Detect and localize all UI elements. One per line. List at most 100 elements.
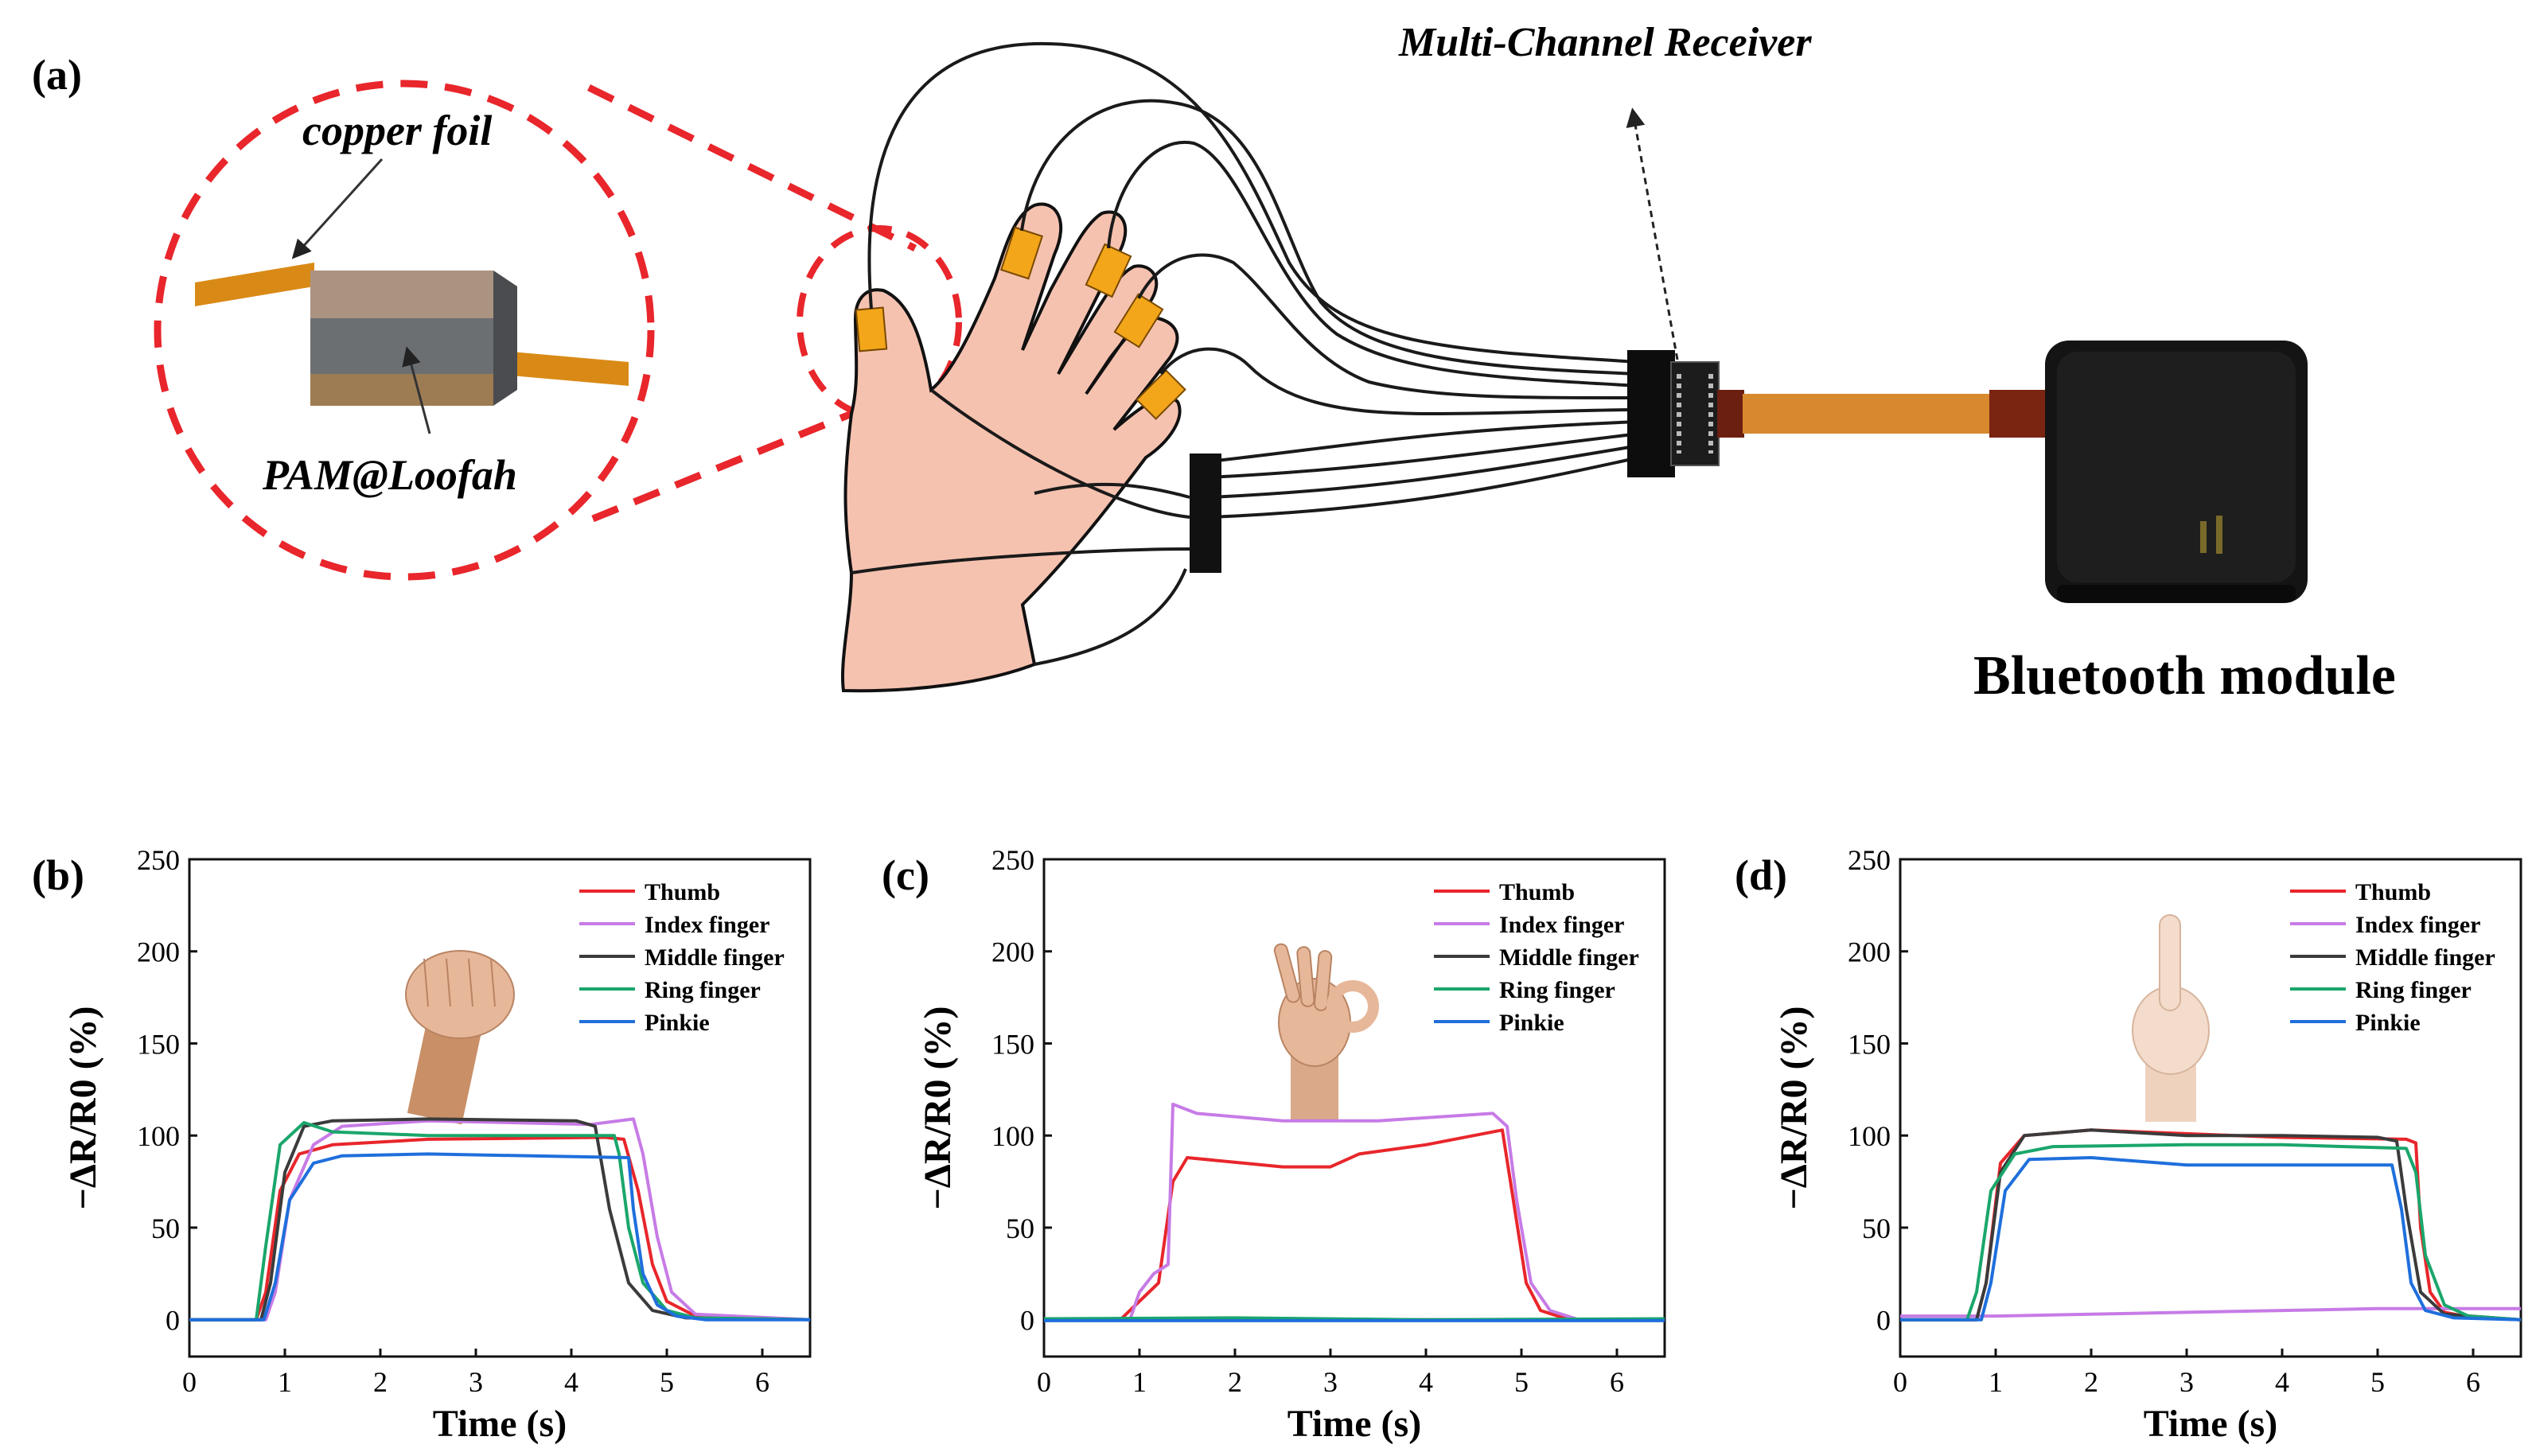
knuckle-line [468, 958, 473, 1007]
plot-frame [188, 858, 812, 1358]
y-tick-label: 50 [151, 1213, 180, 1244]
copper-foil-left [195, 263, 314, 306]
x-tick-label: 5 [1514, 1366, 1529, 1398]
bluetooth-module [2045, 341, 2308, 603]
pam-loofah-arrow [402, 346, 431, 434]
sensor-pad-ring [1113, 293, 1164, 348]
x-tick-label: 1 [1989, 1366, 2003, 1398]
y-tick-label: 0 [1876, 1305, 1891, 1337]
y-tick-label: 50 [1006, 1213, 1034, 1244]
series-line-pinkie [189, 1152, 810, 1322]
legend-label: Index finger [1499, 912, 1625, 938]
legend-label: Middle finger [1499, 944, 1639, 971]
finger-shape [1273, 943, 1301, 1003]
x-tick-label: 3 [469, 1366, 483, 1398]
x-tick-label: 4 [2275, 1366, 2289, 1398]
multi-channel-receiver [1627, 350, 2061, 477]
knuckle-line [490, 958, 496, 1007]
y-tick-label: 200 [1848, 936, 1891, 968]
sensor-pad-middle [1085, 243, 1132, 298]
series-line-ring [1900, 1143, 2522, 1322]
y-tick-label: 100 [1848, 1120, 1891, 1152]
y-tick-label: 100 [991, 1120, 1034, 1152]
y-tick-label: 50 [1862, 1213, 1891, 1244]
y-tick-label: 250 [1848, 844, 1891, 876]
series-line-middle [1900, 1128, 2522, 1322]
x-axis-label: Time (s) [2144, 1403, 2277, 1445]
series-line-index [1900, 1306, 2521, 1318]
flex-cable [1743, 394, 2005, 434]
fist-shape [405, 950, 515, 1039]
fist-icon [405, 950, 515, 1125]
x-tick-label: 2 [1228, 1366, 1242, 1398]
legend-label: Pinkie [1499, 1010, 1564, 1036]
sensor-pad-index [999, 226, 1044, 280]
x-tick-label: 6 [755, 1366, 769, 1398]
legend-label: Thumb [645, 879, 720, 905]
finger-shape [1296, 946, 1315, 1007]
x-tick-label: 0 [182, 1366, 197, 1398]
magnifier-dashed-circle [154, 80, 655, 581]
panel-a-label: (a) [32, 51, 82, 99]
plot-frame [1042, 858, 1666, 1358]
y-tick-label: 250 [991, 844, 1034, 876]
x-tick-label: 4 [1419, 1366, 1433, 1398]
y-axis-label: −ΔR/R0 (%) [1773, 1006, 1815, 1209]
wire-connector-block [1190, 454, 1221, 573]
sensor-pad-pinkie [1136, 369, 1186, 420]
x-tick-label: 3 [2179, 1366, 2194, 1398]
copper-foil-right [493, 350, 629, 386]
x-tick-label: 6 [1610, 1366, 1624, 1398]
panel-label: (c) [882, 851, 929, 899]
index-finger-shape [2159, 914, 2181, 1011]
knuckle-line [423, 958, 429, 1007]
x-tick-label: 3 [1323, 1366, 1338, 1398]
legend-label: Ring finger [2355, 977, 2472, 1003]
copper-foil-arrow [291, 158, 384, 259]
x-tick-label: 5 [660, 1366, 674, 1398]
panel-a: (a) copper foil PAM@Loofah [32, 20, 2396, 707]
ok-circle-shape [1326, 980, 1379, 1033]
magnifier-line-bottom [591, 403, 869, 523]
pointing-finger-icon [2132, 914, 2210, 1122]
x-tick-label: 1 [1132, 1366, 1147, 1398]
y-tick-label: 0 [166, 1305, 180, 1337]
series-line-index [1044, 1102, 1665, 1322]
wrist-shape [407, 1019, 482, 1125]
y-tick-label: 250 [137, 844, 180, 876]
y-tick-label: 150 [137, 1028, 180, 1060]
ok-hand-icon [1273, 943, 1379, 1122]
x-axis-label: Time (s) [1287, 1403, 1421, 1445]
series-line-pinkie [1900, 1156, 2522, 1322]
series-line-thumb [1044, 1128, 1665, 1322]
panel-label: (b) [32, 851, 84, 899]
legend-label: Ring finger [1499, 977, 1615, 1003]
legend-label: Thumb [2355, 879, 2431, 905]
sponge-side [493, 271, 517, 406]
bluetooth-label: Bluetooth module [1973, 645, 2396, 707]
legend-label: Thumb [1499, 879, 1575, 905]
hand-illustration [840, 202, 1186, 693]
finger-shape [1314, 950, 1333, 1011]
x-tick-label: 0 [1893, 1366, 1907, 1398]
plot-frame [1899, 858, 2522, 1358]
magnifier-line-top [587, 84, 917, 252]
x-tick-label: 1 [278, 1366, 292, 1398]
x-tick-label: 4 [564, 1366, 578, 1398]
series-line-ring [189, 1121, 811, 1322]
series-line-middle [189, 1117, 811, 1322]
x-tick-label: 5 [2370, 1366, 2385, 1398]
knuckle-line [446, 958, 451, 1007]
receiver-arrow [1626, 107, 1679, 360]
copper-foil-label: copper foil [302, 107, 492, 154]
legend-label: Index finger [645, 912, 770, 938]
panel-label: (d) [1735, 851, 1787, 899]
y-tick-label: 100 [137, 1120, 180, 1152]
legend-label: Pinkie [2355, 1010, 2421, 1036]
y-tick-label: 200 [137, 936, 180, 968]
sensor-pad-thumb [855, 306, 888, 352]
